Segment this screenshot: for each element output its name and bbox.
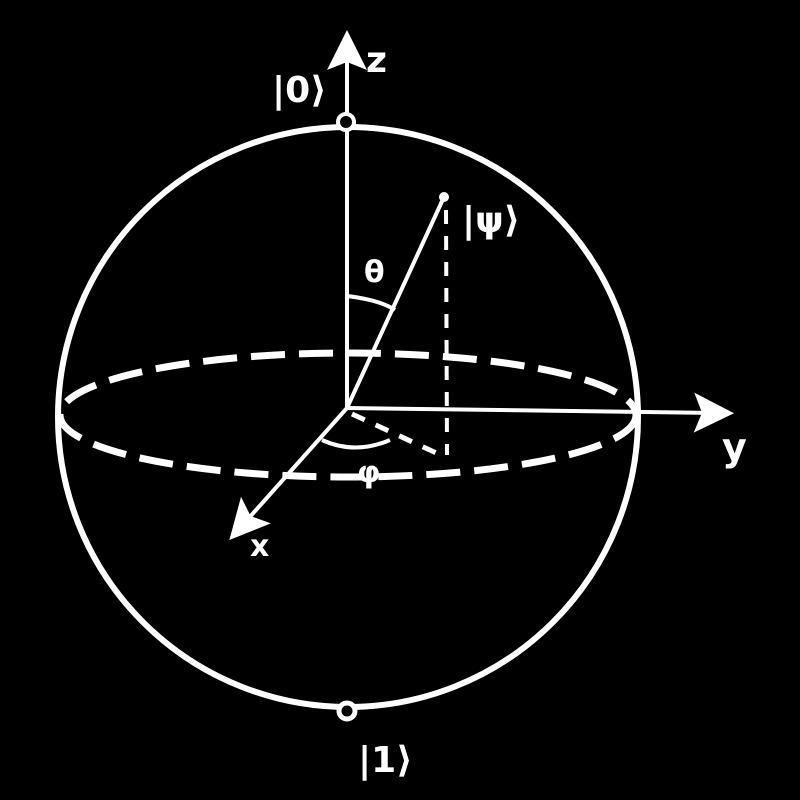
state-vector [345,196,446,409]
psi-point [439,192,449,202]
ket0-label: |0⟩ [272,70,327,111]
north-pole-marker [336,112,356,132]
y-axis-label: y [722,425,747,469]
theta-arc [346,294,397,312]
phi-label: φ [357,455,380,490]
y-axis [346,392,734,433]
south-pole-marker [336,700,358,722]
z-axis-label: z [366,40,387,81]
projection-to-origin [350,411,447,460]
theta-label: θ [364,255,385,290]
psi-label: |ψ⟩ [462,200,520,241]
ket1-label: |1⟩ [358,740,413,781]
x-axis-label: x [250,529,269,564]
phi-arc [321,438,391,450]
projection-vertical [444,209,449,456]
x-axis [229,406,349,540]
